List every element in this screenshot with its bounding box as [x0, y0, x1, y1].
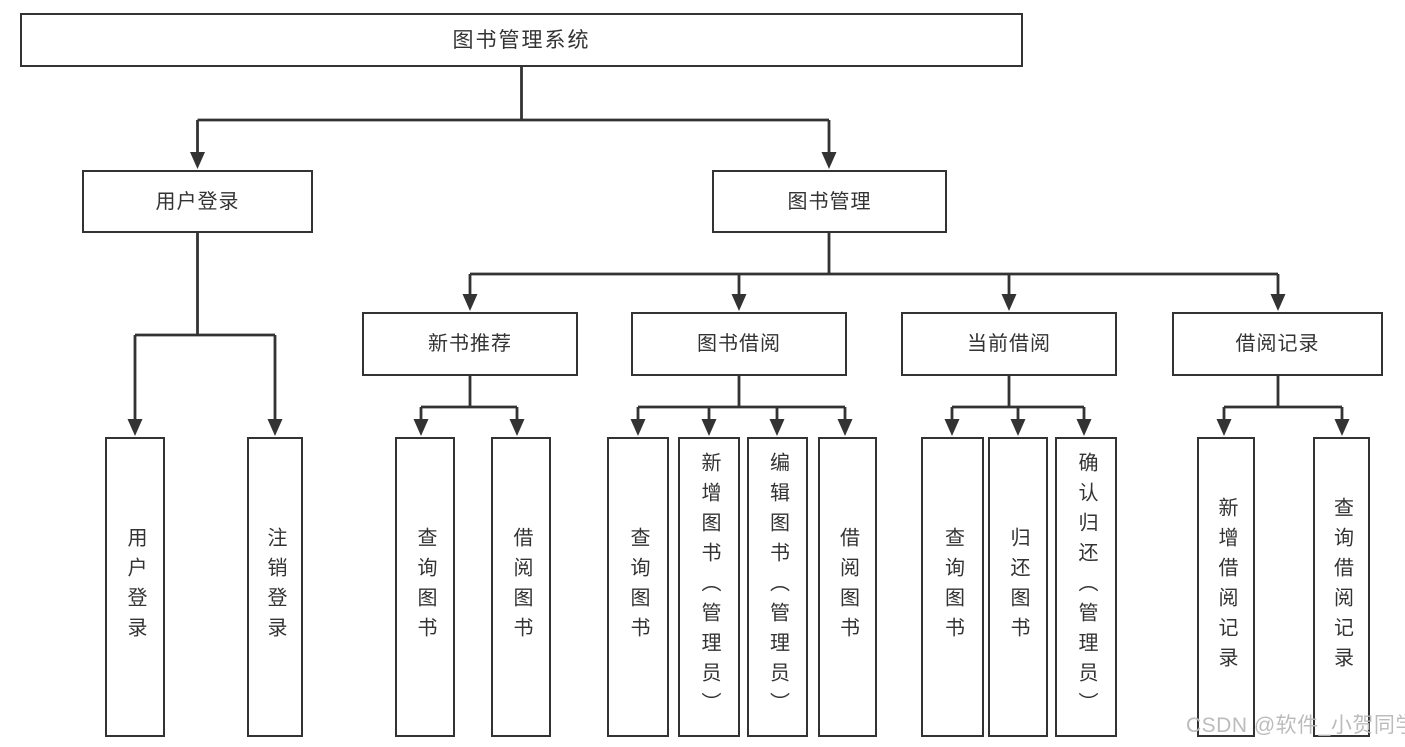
leaf-label: 新增图书（管理员）	[698, 452, 720, 722]
leaf-query-books-borrowing: 查询图书	[607, 437, 669, 737]
node-label: 当前借阅	[967, 333, 1051, 355]
leaf-label: 编辑图书（管理员）	[766, 452, 789, 722]
node-user-login: 用户登录	[82, 170, 313, 233]
node-book-borrowing: 图书借阅	[631, 312, 847, 376]
leaf-confirm-return-admin: 确认归还（管理员）	[1055, 437, 1117, 737]
leaf-label: 归还图书	[1007, 527, 1029, 647]
node-new-book-recommendation: 新书推荐	[362, 312, 578, 376]
leaf-borrow-books-recommend: 借阅图书	[491, 437, 551, 737]
node-book-management: 图书管理	[712, 170, 947, 233]
leaf-logout: 注销登录	[247, 437, 303, 737]
node-label: 图书借阅	[697, 333, 781, 355]
leaf-edit-books-admin: 编辑图书（管理员）	[747, 437, 808, 737]
leaf-label: 用户登录	[124, 527, 146, 647]
leaf-label: 确认归还（管理员）	[1075, 452, 1097, 722]
node-current-borrowing: 当前借阅	[901, 312, 1117, 376]
leaf-label: 查询借阅记录	[1330, 497, 1353, 677]
node-label: 图书管理	[787, 190, 872, 213]
leaf-user-login: 用户登录	[105, 437, 165, 737]
node-label: 借阅记录	[1235, 333, 1320, 355]
leaf-label: 借阅图书	[510, 527, 532, 647]
node-label: 图书管理系统	[452, 28, 591, 52]
node-library-management-system: 图书管理系统	[20, 13, 1023, 67]
leaf-label: 查询图书	[414, 527, 436, 647]
leaf-add-books-admin: 新增图书（管理员）	[678, 437, 740, 737]
leaf-label: 注销登录	[264, 527, 286, 647]
leaf-query-books-recommend: 查询图书	[395, 437, 455, 737]
leaf-return-books: 归还图书	[988, 437, 1048, 737]
leaf-label: 新增借阅记录	[1215, 497, 1237, 677]
node-label: 新书推荐	[428, 333, 512, 355]
leaf-borrow-books: 借阅图书	[818, 437, 877, 737]
csdn-watermark: CSDN @软件_小贺同学	[1186, 714, 1405, 737]
leaf-label: 查询图书	[941, 527, 964, 647]
node-borrowing-records: 借阅记录	[1172, 312, 1383, 376]
leaf-label: 查询图书	[627, 527, 649, 647]
leaf-add-borrow-record: 新增借阅记录	[1197, 437, 1255, 737]
leaf-query-books-current: 查询图书	[921, 437, 984, 737]
leaf-query-borrow-record: 查询借阅记录	[1313, 437, 1370, 737]
node-label: 用户登录	[155, 190, 240, 213]
leaf-label: 借阅图书	[836, 527, 859, 647]
